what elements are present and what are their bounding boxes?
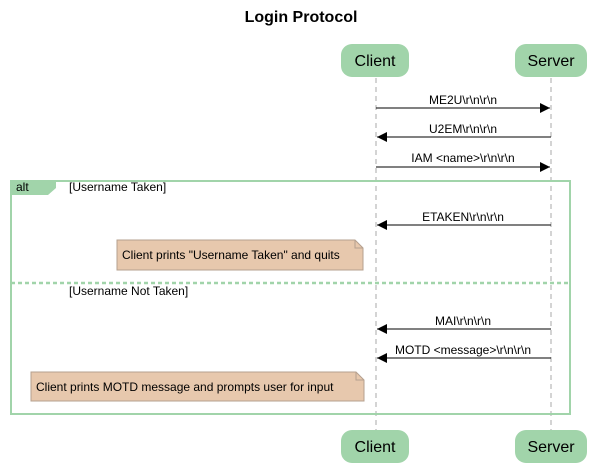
- alt-guard-username-taken: [Username Taken]: [69, 180, 166, 194]
- message-me2u-label: ME2U\r\n\r\n: [429, 93, 497, 107]
- client-actor-top: Client: [341, 44, 409, 77]
- server-actor-top: Server: [515, 44, 587, 77]
- note-motd-prompt-text: Client prints MOTD message and prompts u…: [36, 380, 334, 394]
- note-username-taken: Client prints "Username Taken" and quits: [116, 239, 364, 271]
- message-iam-label: IAM <name>\r\n\r\n: [411, 151, 514, 165]
- alt-frame-tag-box: [11, 181, 56, 195]
- alt-frame: alt [Username Taken] [Username Not Taken…: [10, 180, 571, 415]
- alt-frame-tag: alt: [16, 180, 29, 194]
- server-actor-bottom: Server: [515, 430, 587, 463]
- message-u2em-label: U2EM\r\n\r\n: [429, 122, 497, 136]
- alt-guard-username-not-taken: [Username Not Taken]: [69, 284, 188, 298]
- message-etaken-label: ETAKEN\r\n\r\n: [422, 210, 504, 224]
- message-motd: MOTD <message>\r\n\r\n: [377, 343, 551, 363]
- message-u2em: U2EM\r\n\r\n: [377, 122, 551, 142]
- message-iam: IAM <name>\r\n\r\n: [376, 151, 550, 172]
- client-actor-bottom-label: Client: [355, 439, 396, 456]
- server-actor-top-label: Server: [527, 53, 575, 70]
- diagram-title: Login Protocol: [245, 9, 358, 26]
- message-mai: MAI\r\n\r\n: [377, 314, 551, 334]
- message-mai-label: MAI\r\n\r\n: [435, 314, 491, 328]
- message-motd-label: MOTD <message>\r\n\r\n: [395, 343, 531, 357]
- server-actor-bottom-label: Server: [527, 439, 575, 456]
- message-etaken: ETAKEN\r\n\r\n: [377, 210, 551, 230]
- note-motd-prompt: Client prints MOTD message and prompts u…: [30, 371, 365, 402]
- note-username-taken-text: Client prints "Username Taken" and quits: [122, 248, 340, 262]
- client-actor-bottom: Client: [341, 430, 409, 463]
- message-me2u: ME2U\r\n\r\n: [376, 93, 550, 113]
- client-actor-top-label: Client: [355, 53, 396, 70]
